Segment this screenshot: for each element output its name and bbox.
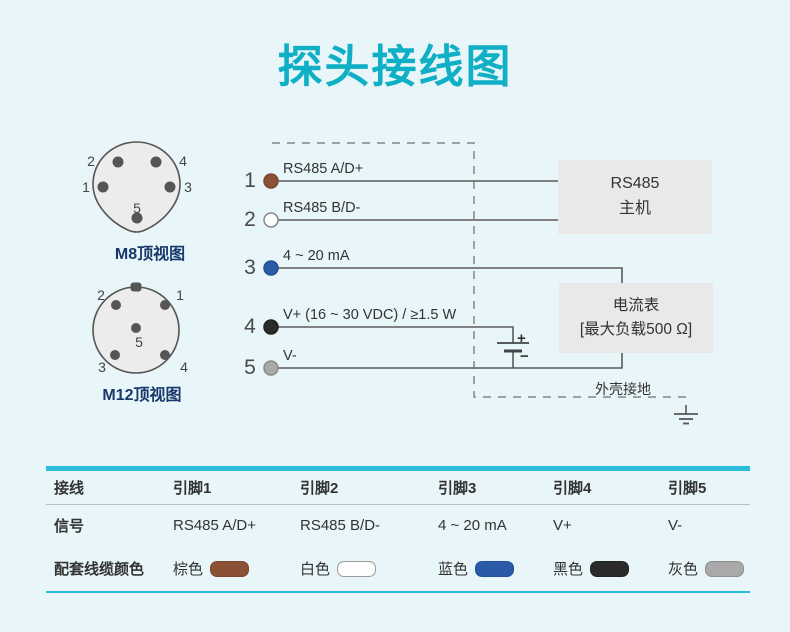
header-pin2: 引脚2 [300,480,339,497]
signal-pin1: RS485 A/D+ [173,517,256,534]
header-pin1: 引脚1 [173,480,212,497]
cable-color-pin1: 棕色 [173,558,300,579]
m12-pin5-dot [131,323,141,333]
cable-color-swatch-blue [475,560,515,577]
ground-icon [674,405,698,425]
cable-color-swatch-black [590,560,630,577]
signal-pin2: RS485 B/D- [300,517,381,534]
pin3-wire-label: 4 ~ 20 mA [283,248,350,264]
wire-pin5 [278,353,623,369]
rs485-host-box: RS485 主机 [558,160,712,234]
pin-mapping-table: 接线 引脚1 引脚2 引脚3 引脚4 引脚5 信号 RS485 A/D+ RS4… [46,466,750,593]
cable-color-swatch-white [337,560,377,577]
cable-color-name: 灰色 [668,561,699,578]
m8-pin-label-2: 2 [87,153,95,169]
m12-pin-label-2: 2 [97,287,105,303]
m8-caption: M8顶视图 [114,246,186,263]
m8-pin3-dot [164,181,176,193]
pin2-wire-label: RS485 B/D- [283,200,361,216]
signal-pin5: V- [668,517,683,534]
m12-caption: M12顶视图 [102,387,182,404]
header-pin5: 引脚5 [668,480,707,497]
pin1-terminal-dot [263,173,279,189]
m8-pin2-dot [112,156,124,168]
m8-pin5-dot [131,212,143,224]
cable-color-pin5: 灰色 [668,558,750,579]
battery-minus-sign: − [520,348,529,365]
m12-pin-label-4: 4 [180,359,188,375]
cable-color-name: 黑色 [553,561,584,578]
rs485-host-line2: 主机 [618,200,651,217]
shell-ground-label: 外壳接地 [595,381,651,397]
cable-color-row-label: 配套线缆颜色 [54,561,145,578]
m12-pin1-dot [160,300,170,310]
m8-pin4-dot [150,156,162,168]
pin5-number: 5 [244,356,256,379]
m8-connector-diagram [92,141,181,233]
cable-color-swatch-gray [705,560,745,577]
m12-pin-label-5: 5 [135,334,143,350]
m12-pin-label-1: 1 [176,287,184,303]
pin1-wire-label: RS485 A/D+ [283,161,364,177]
table-signal-row: 信号 RS485 A/D+ RS485 B/D- 4 ~ 20 mA V+ V- [46,505,750,546]
pin4-wire-label: V+ (16 ~ 30 VDC) / ≥1.5 W [283,307,457,323]
wire-pin4 [278,326,514,343]
table-top-accent-bar [46,466,750,471]
pin2-terminal-dot [263,212,279,228]
pin4-terminal-dot [263,319,279,335]
m12-connector-diagram [92,282,180,374]
pin2-number: 2 [244,208,256,231]
m8-pin1-dot [97,181,109,193]
signal-row-label: 信号 [54,518,85,535]
pin3-terminal-dot [263,260,279,276]
signal-pin4: V+ [553,517,572,534]
cable-color-name: 蓝色 [438,561,469,578]
m12-pin4-dot [160,350,170,360]
signal-pin3: 4 ~ 20 mA [438,517,507,534]
cable-color-pin3: 蓝色 [438,558,553,579]
rs485-host-line1: RS485 [610,175,660,193]
header-wiring: 接线 [54,480,85,497]
m8-pin-label-4: 4 [179,153,187,169]
m12-pin2-dot [111,300,121,310]
battery-plus-sign: + [517,330,526,347]
cable-color-name: 白色 [300,561,331,578]
m8-pin-label-5: 5 [133,200,141,216]
pin1-number: 1 [244,169,256,192]
cable-color-swatch-brown [210,560,250,577]
pin4-number: 4 [244,315,256,338]
cable-color-pin2: 白色 [300,558,438,579]
m12-key-notch [130,282,142,292]
cable-color-pin4: 黑色 [553,558,668,579]
current-meter-line2: [最大负载500 Ω] [579,321,693,338]
header-pin3: 引脚3 [438,480,477,497]
cable-color-name: 棕色 [173,561,204,578]
m12-pin3-dot [110,350,120,360]
current-meter-box: 电流表 [最大负载500 Ω] [559,283,713,353]
m8-pin-label-1: 1 [82,179,90,195]
table-cable-color-row: 配套线缆颜色 棕色 白色 蓝色 黑色 灰色 [46,546,750,593]
pin5-wire-label: V- [283,348,297,364]
table-header-row: 接线 引脚1 引脚2 引脚3 引脚4 引脚5 [46,471,750,505]
pin3-number: 3 [244,256,256,279]
m8-pin-label-3: 3 [184,179,192,195]
current-meter-line1: 电流表 [612,296,660,314]
header-pin4: 引脚4 [553,480,592,497]
page-title: 探头接线图 [277,41,513,92]
wire-pin3 [278,267,623,283]
m12-pin-label-3: 3 [98,359,106,375]
pin5-terminal-dot [263,360,279,376]
